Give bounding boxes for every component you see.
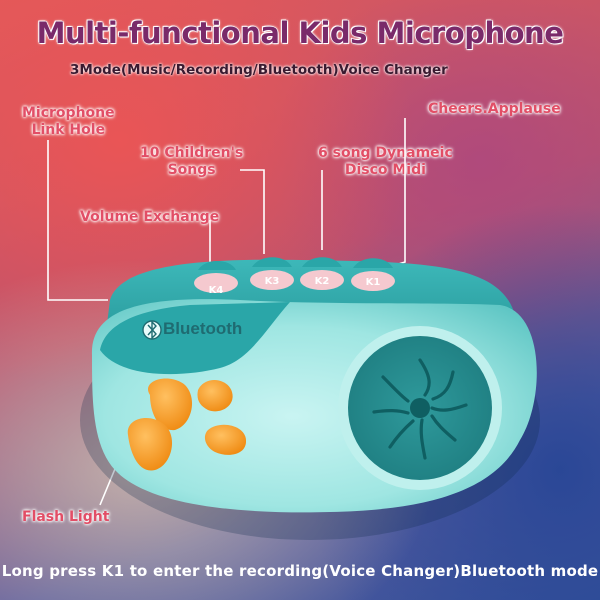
key-k1-label: K1 [365, 277, 381, 288]
leader-cheers [391, 118, 406, 267]
key-k3-label: K3 [264, 276, 280, 287]
key-k3-button [250, 270, 294, 290]
key-k1-button [351, 271, 395, 291]
top-keys [194, 257, 395, 293]
speaker-grille [338, 326, 502, 490]
leader-mic-link [47, 140, 108, 301]
bluetooth-label: Bluetooth [163, 319, 243, 338]
callout-songs-line2: Songs [167, 162, 216, 178]
bluetooth-icon [142, 320, 162, 340]
callout-mic-link-line2: Link Hole [31, 122, 106, 138]
key-k4-button [194, 273, 238, 293]
page-subtitle: 3Mode(Music/Recording/Bluetooth)Voice Ch… [70, 62, 448, 78]
key-k2-label: K2 [314, 276, 330, 287]
callout-volume: Volume Exchange [80, 209, 220, 225]
callout-leader-lines [47, 118, 406, 506]
callout-songs: 10 Children's Songs [140, 145, 243, 179]
leader-songs [240, 169, 265, 254]
callout-mic-link: Microphone Link Hole [22, 105, 115, 139]
key-k2-button [300, 270, 344, 290]
callout-flash: Flash Light [22, 509, 110, 525]
footer-caption: Long press K1 to enter the recording(Voi… [1, 562, 599, 580]
callout-songs-line1: 10 Children's [140, 145, 244, 161]
page-title: Multi-functional Kids Microphone [36, 16, 564, 51]
callout-mic-link-line1: Microphone [22, 105, 115, 121]
flash-light-flower [127, 378, 247, 471]
callout-cheers: Cheers.Applause [428, 101, 561, 117]
key-k4-label: K4 [208, 285, 224, 296]
callout-disco-line1: 6 song Dynameic [318, 145, 453, 161]
